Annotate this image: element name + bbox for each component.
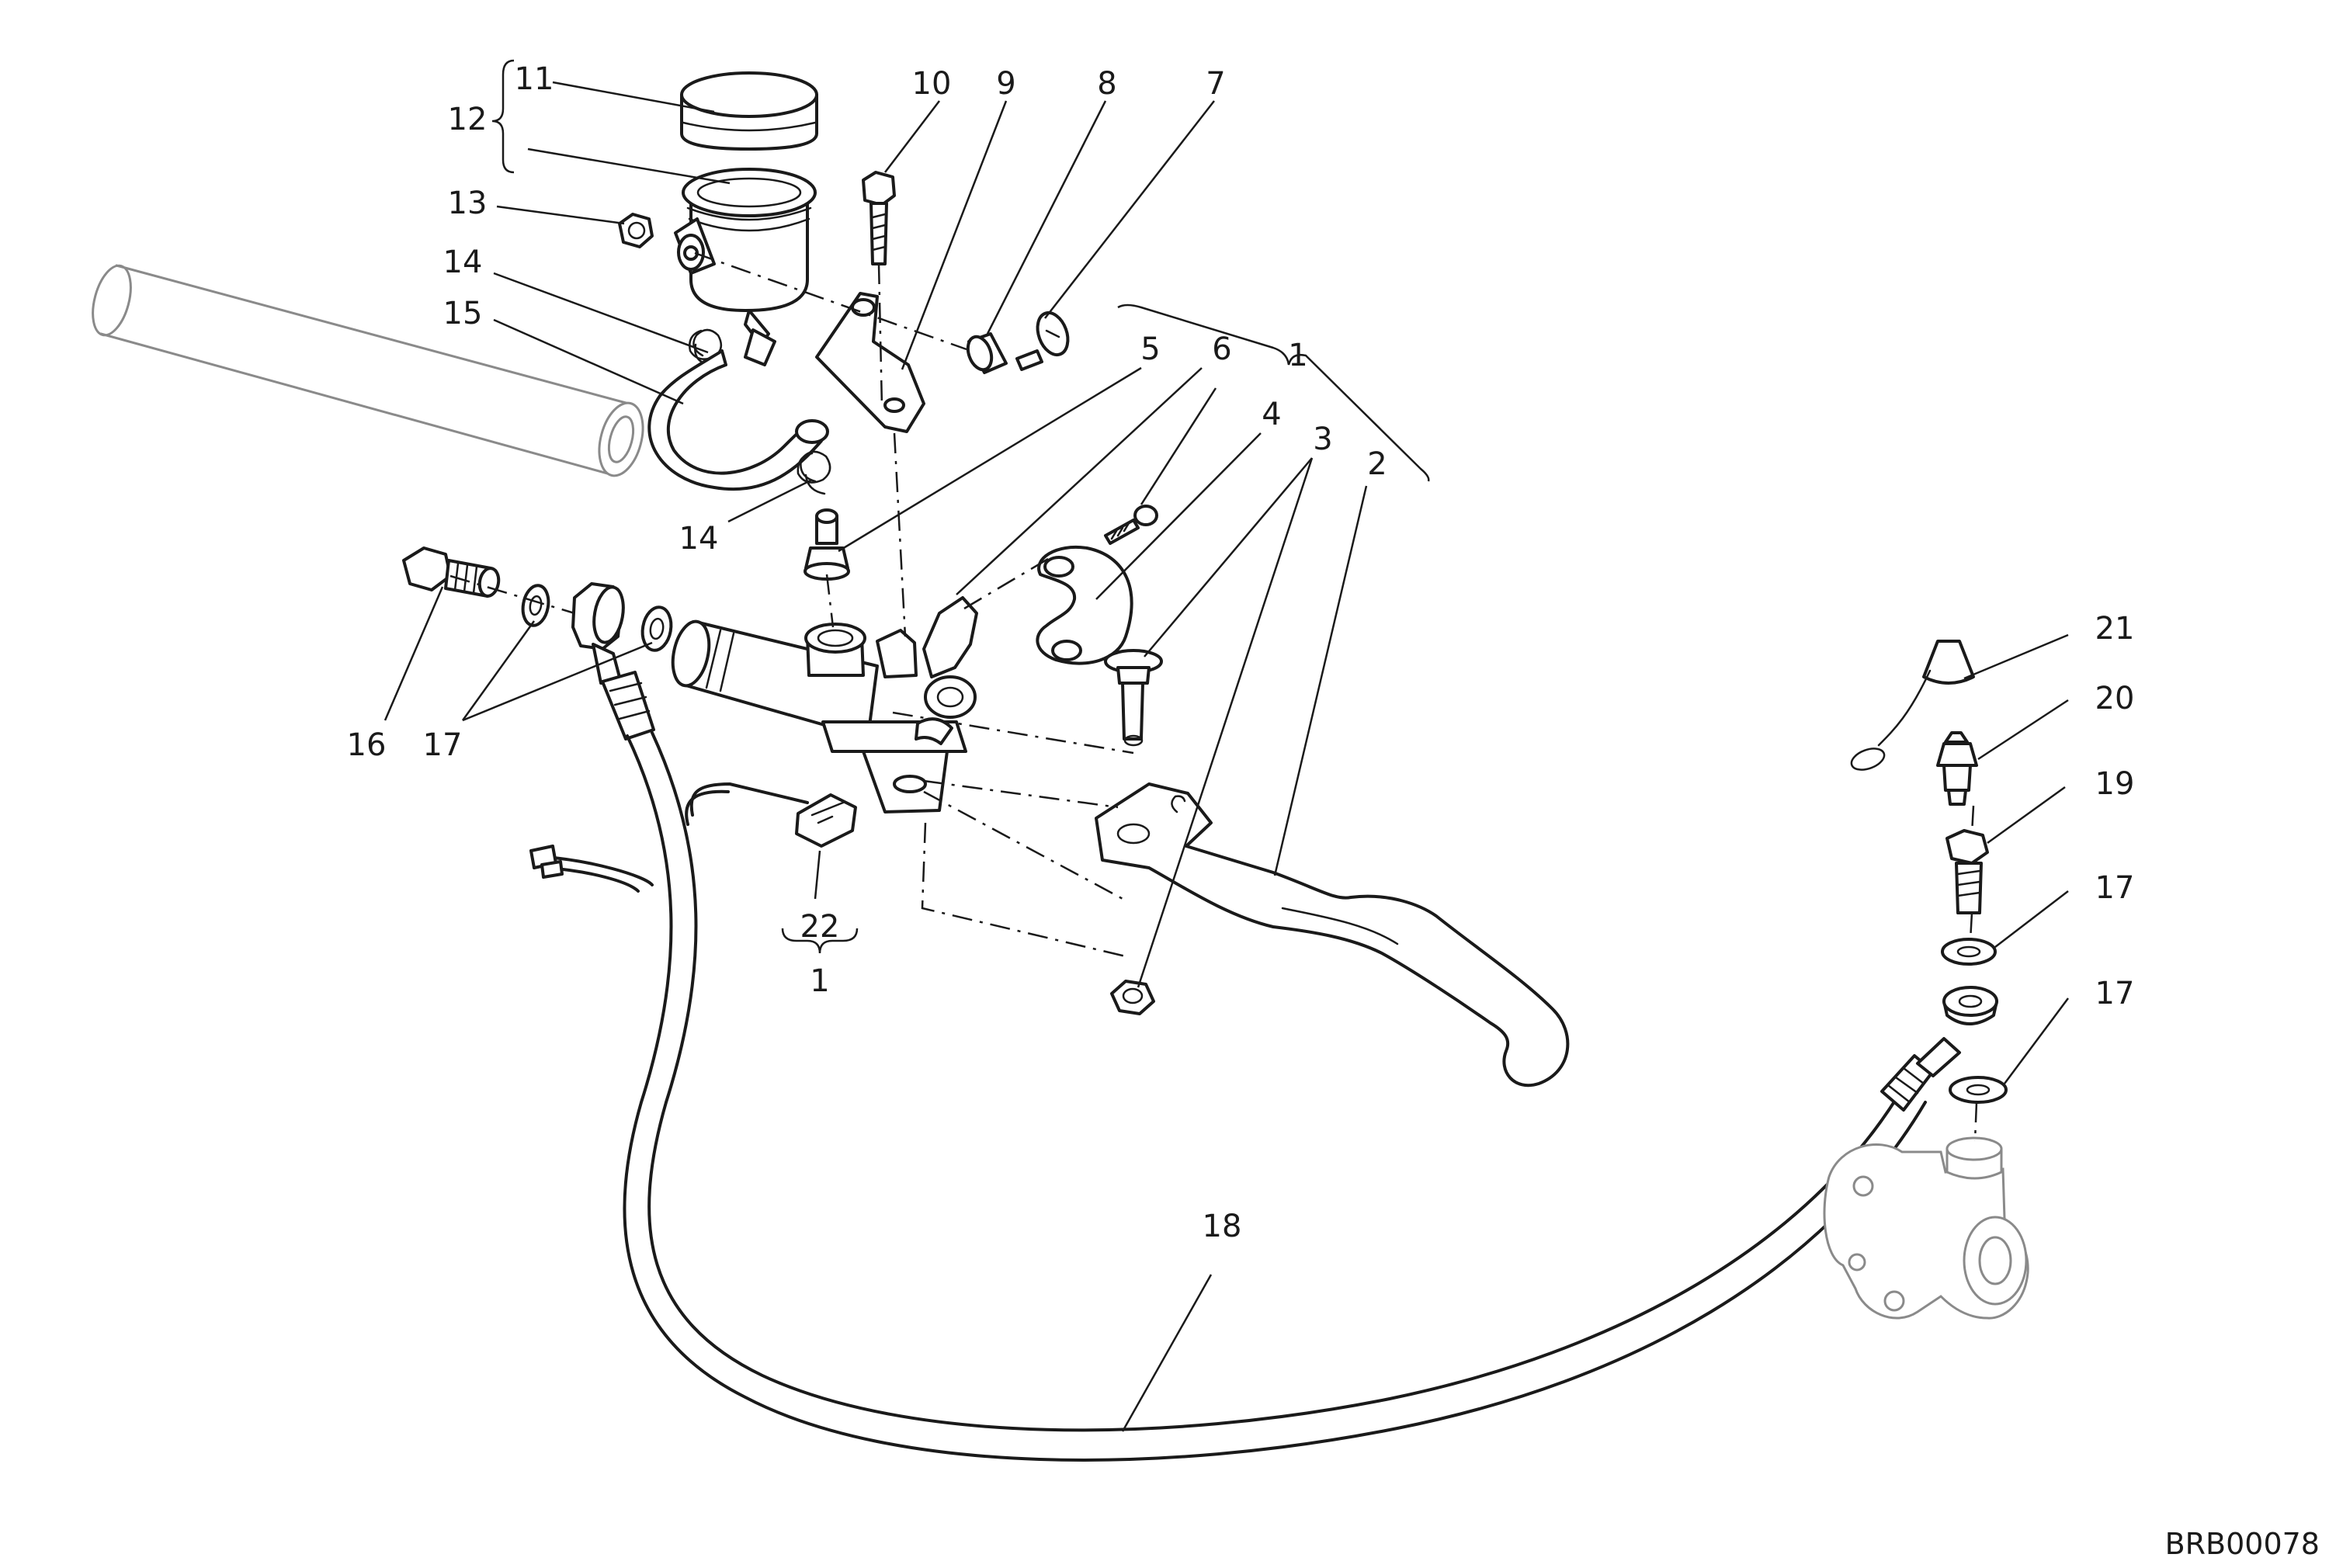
callout-19: 19: [2095, 766, 2135, 802]
bleed-washer-upper: [1941, 938, 1997, 966]
callout-14-lower: 14: [679, 521, 719, 557]
clutch-slave-cylinder: [1823, 1136, 2029, 1320]
bracket-screw: [1015, 310, 1070, 371]
callout-8: 8: [1097, 66, 1116, 102]
bleed-banjo-fitting: [1942, 986, 1998, 1025]
callout-22: 22: [800, 909, 840, 945]
callout-7: 7: [1206, 66, 1225, 102]
banjo-bolt: [402, 546, 501, 598]
hose-nipple: [804, 508, 850, 581]
callout-2: 2: [1367, 446, 1387, 482]
callout-17-upper: 17: [2095, 870, 2135, 906]
callout-4: 4: [1262, 397, 1281, 432]
reservoir-feed-hose: [647, 328, 829, 491]
callout-17-left: 17: [423, 727, 463, 763]
callout-5: 5: [1140, 331, 1160, 367]
clutch-microswitch: [529, 782, 857, 893]
callout-21: 21: [2095, 611, 2135, 647]
reservoir-nut: [618, 213, 654, 248]
callout-3: 3: [1313, 421, 1332, 457]
callout-17-lower: 17: [2095, 976, 2135, 1011]
leader-lines: [384, 81, 2070, 1432]
banjo-fitting: [571, 582, 625, 685]
brace-22: [781, 928, 859, 954]
bracket-spacer: [966, 332, 1008, 374]
callout-labels: 11 12 13 14 15 14 10 9 8 7 5 1 6 4 3 2 1…: [347, 61, 2135, 1244]
clutch-master-cylinder: [671, 596, 978, 813]
bleed-valve: [1936, 731, 1978, 806]
clutch-lever: [1095, 782, 1570, 1087]
drawing-code: BRB00078: [2165, 1527, 2320, 1561]
bleed-cap: [1850, 640, 1975, 771]
lower-hose-clamp: [797, 450, 831, 495]
callout-9: 9: [996, 66, 1015, 102]
callout-18: 18: [1203, 1209, 1242, 1244]
bracket-bolt: [862, 171, 896, 265]
callout-14-upper: 14: [443, 245, 483, 280]
callout-12: 12: [448, 102, 488, 137]
reservoir-bracket: [815, 292, 925, 433]
banjo-washer-right: [640, 605, 673, 652]
banjo-washer-left: [521, 584, 550, 627]
reservoir-body: [674, 168, 817, 346]
lever-pivot-pin: [1104, 649, 1163, 747]
brace-1: [1117, 304, 1430, 482]
callout-16: 16: [347, 727, 387, 763]
clamp-screw: [1104, 505, 1158, 545]
handlebar-clamp: [1036, 545, 1133, 665]
callout-20: 20: [2095, 681, 2135, 716]
callout-11: 11: [515, 61, 554, 97]
callout-6: 6: [1212, 331, 1231, 367]
bleed-banjo-bolt: [1945, 829, 1989, 914]
callout-15: 15: [443, 296, 483, 331]
callout-1-top: 1: [1288, 338, 1307, 373]
pivot-nut: [1110, 980, 1155, 1015]
handlebar-tube: [92, 264, 644, 477]
bleed-washer-lower: [1949, 1076, 2008, 1104]
reservoir-cap: [680, 71, 818, 151]
clutch-hose: [601, 671, 1961, 1462]
assembly-lines: [449, 252, 1978, 1142]
callout-10: 10: [912, 66, 952, 102]
callout-13: 13: [448, 186, 488, 221]
callout-1-bottom: 1: [810, 963, 829, 999]
brace-12: [491, 59, 515, 174]
